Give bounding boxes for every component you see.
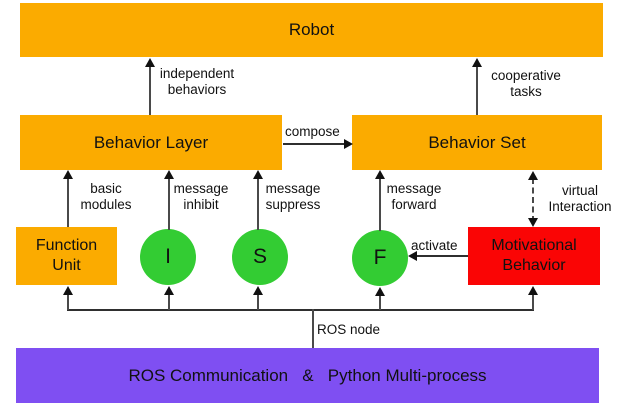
ros-branch-forward [379,293,381,310]
message-inhibit-label: message inhibit [173,181,229,213]
virtual-interaction-arrowhead-top [528,171,538,180]
independent-behaviors-arrow [149,64,151,115]
virtual-interaction-arrowhead-bottom [528,218,538,227]
virtual-interaction-arrow [532,178,534,222]
compose-arrow [283,143,345,145]
inhibit-node-label: I [165,245,171,268]
suppress-node-label: S [252,245,267,268]
message-suppress-arrowhead [253,170,263,179]
ros-branch-function-unit [67,292,69,310]
message-suppress-label: message suppress [265,181,321,213]
cooperative-tasks-arrow [476,64,478,115]
independent-behaviors-label: independent behaviors [159,66,235,98]
message-forward-label: message forward [386,181,442,213]
compose-arrowhead [344,139,353,149]
ros-branch-function-unit-arrowhead [63,286,73,295]
motivational-label-line1: Motivational [491,237,577,254]
robot-label: Robot [288,20,335,39]
ros-branch-suppress-arrowhead [253,286,263,295]
activate-arrowhead [408,251,417,261]
basic-modules-arrowhead [63,170,73,179]
motivational-label-line2: Behavior [502,257,566,274]
forward-node: F [352,230,408,286]
ros-branch-motivational-arrowhead [528,286,538,295]
function-unit-label-line2: Unit [52,257,81,274]
activate-label: activate [411,238,458,253]
behavior-set-box: Behavior Set [352,115,602,170]
virtual-interaction-label: virtual Interaction [548,183,612,215]
message-inhibit-arrowhead [164,170,174,179]
forward-node-label: F [373,246,387,269]
ros-branch-inhibit [168,292,170,310]
behavior-set-label: Behavior Set [428,132,526,152]
function-unit-label-line1: Function [35,237,98,254]
ros-layer-label: ROS Communication & Python Multi-process [128,365,487,385]
robot-box: Robot [20,3,603,57]
cooperative-tasks-arrowhead [472,58,482,67]
ros-node-label: ROS node [317,322,381,337]
basic-modules-arrow [67,177,69,227]
message-forward-arrowhead [375,170,385,179]
message-suppress-arrow [257,177,259,230]
ros-bus-line [67,309,534,311]
activate-arrow [414,255,468,257]
message-inhibit-arrow [168,177,170,230]
behavior-layer-box: Behavior Layer [20,115,282,170]
independent-behaviors-arrowhead [145,58,155,67]
cooperative-tasks-label: cooperative tasks [491,68,561,100]
behavior-layer-label: Behavior Layer [93,132,209,152]
ros-branch-inhibit-arrowhead [164,286,174,295]
ros-branch-forward-arrowhead [375,287,385,296]
motivational-behavior-box: Motivational Behavior [468,227,600,285]
suppress-node: S [232,229,288,285]
message-forward-arrow [379,177,381,231]
ros-branch-suppress [257,292,259,310]
ros-node-line [312,309,314,348]
basic-modules-label: basic modules [80,181,132,213]
inhibit-node: I [140,229,196,285]
function-unit-box: Function Unit [16,227,117,285]
ros-layer-box: ROS Communication & Python Multi-process [16,348,599,403]
compose-label: compose [285,124,340,139]
ros-branch-motivational [532,292,534,310]
